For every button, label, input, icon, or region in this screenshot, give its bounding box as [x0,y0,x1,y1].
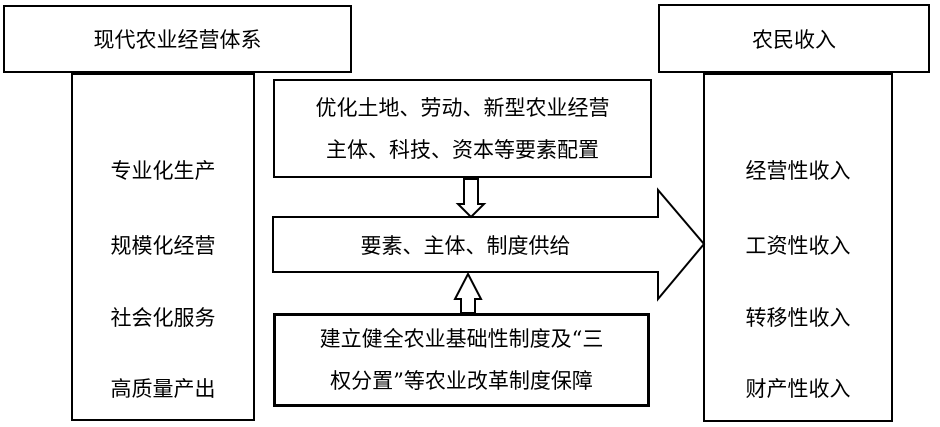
list-item: 工资性收入 [745,234,851,258]
factor-allocation-line2: 主体、科技、资本等要素配置 [326,137,599,162]
flow-arrow-label: 要素、主体、制度供给 [360,233,571,258]
left-header-box: 现代农业经营体系 [3,5,352,73]
factor-allocation-line1: 优化土地、劳动、新型农业经营 [315,95,610,120]
institution-guarantee-line1: 建立健全农业基础性制度及“三 [319,327,604,351]
list-item: 社会化服务 [110,306,216,330]
up-arrow-icon [453,271,483,314]
list-item: 财产性收入 [745,377,851,401]
institution-guarantee-line2: 权分置”等农业改革制度保障 [330,369,593,393]
right-header-box: 农民收入 [658,4,930,73]
list-item: 专业化生产 [110,159,216,183]
flow-arrow-label-wrap: 要素、主体、制度供给 [273,217,658,272]
down-arrow-icon [455,178,487,219]
left-header-label: 现代农业经营体系 [93,28,262,52]
list-item: 经营性收入 [745,159,851,183]
flow-right-arrow-icon [272,187,706,302]
left-items-box: 专业化生产 规模化经营 社会化服务 高质量产出 [71,73,255,421]
right-items-box: 经营性收入 工资性收入 转移性收入 财产性收入 [703,73,893,422]
list-item: 规模化经营 [110,234,216,258]
list-item: 转移性收入 [745,306,851,330]
right-header-label: 农民收入 [752,27,836,52]
list-item: 高质量产出 [110,377,216,401]
institution-guarantee-box: 建立健全农业基础性制度及“三 权分置”等农业改革制度保障 [273,313,650,407]
factor-allocation-box: 优化土地、劳动、新型农业经营 主体、科技、资本等要素配置 [273,79,652,178]
